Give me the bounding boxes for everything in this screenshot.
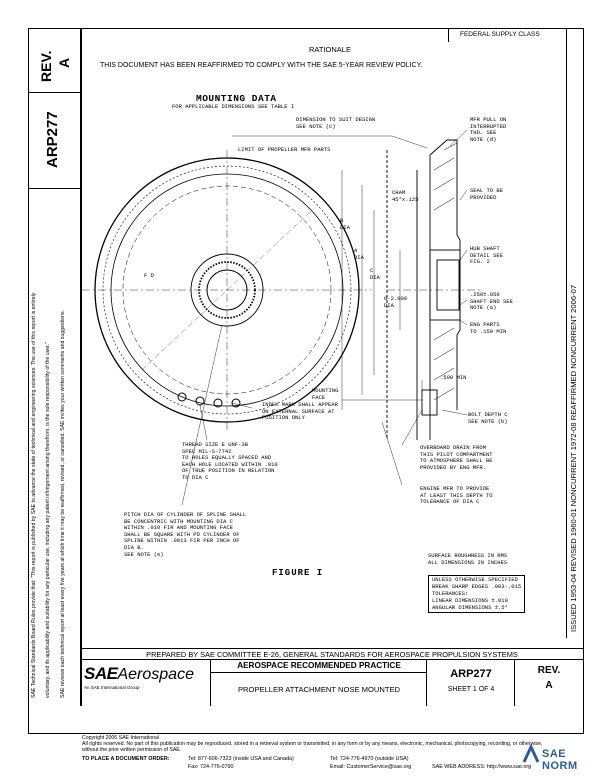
footer-rev-label: REV. (537, 665, 561, 676)
note-bolt-depth: BOLT DEPTH C SEE NOTE (b) (468, 411, 508, 425)
order-tel-2: Tel: 724-776-4970 (outside USA) (330, 756, 409, 762)
mounting-drawing (82, 129, 482, 506)
footer-category-line (211, 672, 426, 673)
note-hub-shaft: HUB SHAFT DETAIL SEE FIG. 2 (470, 245, 504, 266)
note-mounting-face: MOUNTING FACE (312, 387, 339, 401)
page-frame (28, 28, 584, 734)
note-seal: SEAL TO BE PROVIDED (470, 187, 504, 201)
note-thread-size: THREAD SIZE E UNF-3B SPEC MIL-S-7742 TO … (182, 441, 278, 481)
footer-doc-title: PROPELLER ATTACHMENT NOSE MOUNTED (237, 685, 401, 694)
note-f-dia: F D (144, 272, 154, 279)
note-c-dia: C DIA (370, 267, 380, 281)
federal-supply-class: FEDERAL SUPPLY CLASS (460, 31, 540, 38)
left-rev-label: REV. (38, 50, 54, 82)
order-fax: Fax: 724-776-0790 (188, 764, 234, 770)
note-g-dia: G-2.000 DIA (384, 295, 408, 309)
left-doc-number: ARP277 (44, 111, 61, 168)
sae-aerospace-logo: SAEAerospace An SAE International Group (84, 664, 208, 704)
prepared-by: PREPARED BY SAE COMMITTEE E-26, GENERAL … (146, 650, 518, 659)
note-overboard-drain: OVERBOARD DRAIN FROM THIS PILOT COMPARTM… (420, 444, 493, 471)
footer-title-divider (426, 659, 428, 706)
footer-rev-divider (514, 659, 516, 706)
footer-doc-number: ARP277 (450, 668, 492, 680)
note-eng-parts: ENG PARTS TO .150 MIN (470, 321, 507, 335)
flange-section-view (181, 129, 482, 506)
watermark-brand: SAE NORM (542, 748, 578, 772)
logo-aerospace: Aerospace (117, 666, 194, 683)
left-disclaimer-1: SAE Technical Standards Board Rules prov… (31, 292, 37, 698)
footer-category: AEROSPACE RECOMMENDED PRACTICE (237, 661, 401, 670)
note-cham: CHAM 45°x.125 (392, 189, 419, 203)
flange-front-view (82, 150, 372, 430)
copyright: Copyright 2006 SAE International (82, 735, 159, 741)
logo-sae: SAE (84, 664, 118, 683)
note-tolerances: UNLESS OTHERWISE SPECIFIED BREAK SHARP E… (428, 575, 526, 614)
note-a-dia: A DIA (354, 247, 364, 261)
rights-statement: All rights reserved. No part of this pub… (82, 741, 543, 753)
left-disclaimer-3: SAE reviews each technical report at lea… (60, 310, 66, 698)
drawing-subtitle: FOR APPLICABLE DIMENSIONS SEE TABLE I (172, 103, 295, 110)
order-tel-1: Tel: 877-606-7323 (inside USA and Canada… (188, 756, 294, 762)
footer-top-line (80, 648, 584, 650)
note-index-mark: INDEX MARK SHALL APPEAR ON EXTERNAL SURF… (262, 401, 338, 422)
sae-web-address: SAE WEB ADDRESS: http://www.sae.org (432, 764, 532, 770)
sae-norm-watermark: SAE NORM (520, 742, 600, 772)
footer-logo-divider (210, 659, 212, 706)
right-column-divider (566, 28, 568, 638)
right-history: ISSUED 1953-04 REVISED 1960-01 NONCURREN… (569, 284, 578, 632)
note-limit-prop: LIMIT OF PROPELLER MFR PARTS (238, 146, 331, 153)
left-disclaimer-2: voluntary, and its applicability and sui… (45, 342, 51, 698)
note-surface-roughness: SURFACE ROUGHNESS IN RMS ALL DIMENSIONS … (428, 552, 508, 566)
note-pitch-dia: PITCH DIA OF CYLINDER OF SPLINE SHALL BE… (124, 511, 247, 558)
order-label: TO PLACE A DOCUMENT ORDER: (82, 756, 170, 762)
rationale-text: THIS DOCUMENT HAS BEEN REAFFIRMED TO COM… (100, 62, 423, 69)
note-min-500: .500 MIN (440, 374, 467, 381)
watermark-glyph-icon (522, 744, 540, 763)
logo-tagline: An SAE International Group (84, 685, 140, 690)
footer-sheet: SHEET 1 OF 4 (447, 686, 495, 693)
footer-rev-value: A (545, 680, 553, 691)
note-engine-mfr: ENGINE MFR TO PROVIDE AT LEAST THIS DEPT… (420, 485, 493, 506)
footer-mid-line (80, 659, 584, 661)
note-b-dia: B DIA (340, 217, 350, 231)
order-email: Email: CustomerService@sae.org (330, 764, 412, 770)
left-rev-divider (28, 92, 81, 94)
note-mfr-pull: MFR PULL ON INTERRUPTED THD. SEE NOTE (d… (470, 116, 507, 143)
figure-label: FIGURE I (272, 568, 324, 578)
note-shaft-end: .250±.050 SHAFT END SEE NOTE (a) (470, 291, 513, 312)
note-dim-to-suit: DIMENSION TO SUIT DESIGN SEE NOTE (c) (296, 116, 376, 130)
left-column-divider (80, 28, 82, 706)
rationale-title: RATIONALE (309, 45, 351, 54)
fsc-box-left (448, 28, 449, 42)
left-docnum-divider (28, 188, 81, 190)
drawing-title: MOUNTING DATA (196, 93, 277, 104)
left-rev-value: A (56, 57, 72, 68)
